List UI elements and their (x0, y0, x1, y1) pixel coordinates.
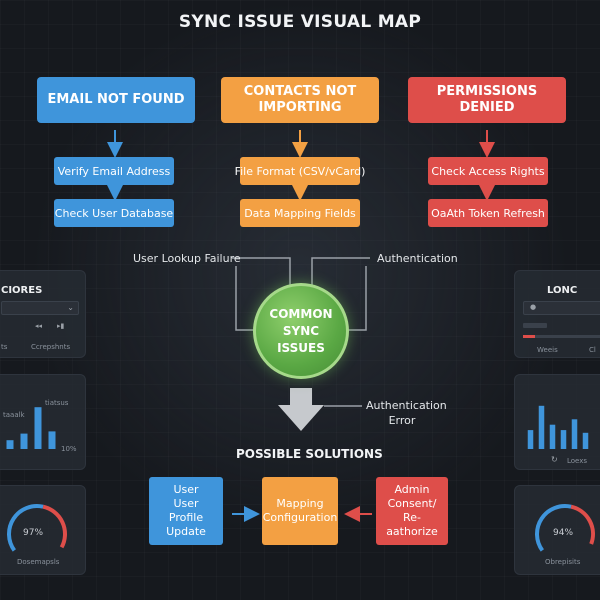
bar-0 (6, 440, 14, 449)
refresh-icon[interactable]: ↻ (551, 455, 558, 464)
category-permissions-denied[interactable]: PERMISSIONS DENIED (408, 77, 566, 123)
bar-0 (527, 430, 534, 449)
label-authentication-error: Authentication Error (366, 399, 447, 427)
label-authentication: Authentication (377, 252, 458, 265)
left-bar-caption-2: tiatsus (45, 399, 69, 407)
line-user-lookup-side (235, 266, 255, 331)
solution-user-profile-update[interactable]: User User Profile Update (149, 477, 223, 545)
left-gauge-value: 97% (23, 528, 44, 538)
right-gauge-value: 94% (553, 528, 574, 538)
right-panel-progress (523, 335, 600, 338)
down-arrow-icon (278, 388, 324, 431)
gauge-arc-blue (535, 504, 572, 552)
bar-3 (48, 431, 56, 449)
bar-2 (34, 407, 42, 449)
left-panel-gauge: 97% Dosemapsls (0, 485, 86, 575)
left-bar-caption-1: taaalk (3, 411, 25, 419)
left-gauge-chart (7, 504, 67, 552)
line-authentication-side (347, 266, 367, 331)
left-panel-dropdown[interactable]: ⌄ (1, 301, 79, 315)
left-gauge-caption: Dosemapsls (17, 558, 60, 566)
right-panel-header: LONC (547, 285, 578, 296)
page-title: SYNC ISSUE VISUAL MAP (178, 12, 422, 32)
category-email-not-found[interactable]: EMAIL NOT FOUND (37, 77, 195, 123)
right-gauge-caption: Obrepisits (545, 558, 581, 566)
right-gauge-chart (535, 504, 595, 552)
step-data-mapping-fields[interactable]: Data Mapping Fields (240, 199, 360, 227)
left-panel-caption-1: ts (1, 343, 8, 351)
step-check-access-rights[interactable]: Check Access Rights (428, 157, 548, 185)
right-panel-progress-fill (523, 335, 535, 338)
left-panel-cores: CIORES ⌄ ◂◂ ▸▮ ts Ccrepshnts (0, 270, 86, 358)
right-bar-chart (527, 405, 589, 449)
step-check-user-database[interactable]: Check User Database (54, 199, 174, 227)
bar-1 (20, 433, 28, 449)
step-file-format[interactable]: File Format (CSV/vCard) (235, 157, 365, 185)
bar-5 (582, 432, 589, 449)
right-panel-long: LONC ● Weeis Cl (514, 270, 600, 358)
step-verify-email-address[interactable]: Verify Email Address (54, 157, 174, 185)
rewind-icon[interactable]: ◂◂ (35, 322, 43, 330)
solution-admin-consent[interactable]: Admin Consent/ Re-aathorize (376, 477, 448, 545)
gauge-arc-red (570, 504, 595, 545)
right-panel-caption-2: Cl (589, 346, 596, 354)
solution-mapping-configuration[interactable]: Mapping Configuration (262, 477, 338, 545)
left-bar-caption-3: 10% (61, 445, 77, 453)
bar-1 (538, 405, 545, 449)
right-panel-slider-track[interactable] (523, 323, 547, 328)
record-icon: ● (530, 303, 537, 311)
left-panel-header: CIORES (1, 285, 43, 296)
step-oauth-token-refresh[interactable]: OaAth Token Refresh (428, 199, 548, 227)
line-user-lookup (232, 257, 291, 285)
solutions-heading: POSSIBLE SOLUTIONS (236, 447, 383, 461)
line-authentication (311, 257, 370, 285)
label-user-lookup-failure: User Lookup Failure (133, 252, 241, 265)
right-panel-bars: ↻ Loexs (514, 374, 600, 470)
right-panel-dropdown[interactable]: ● (523, 301, 600, 315)
gauge-arc-blue (7, 504, 44, 552)
category-contacts-not-importing[interactable]: CONTACTS NOT IMPORTING (221, 77, 379, 123)
left-panel-bars: taaalk tiatsus 10% (0, 374, 86, 470)
right-panel-caption-1: Weeis (537, 346, 558, 354)
left-panel-caption-2: Ccrepshnts (31, 343, 71, 351)
right-panel-gauge: 94% Obrepisits (514, 485, 600, 575)
bar-2 (549, 424, 556, 449)
chevron-down-icon: ⌄ (67, 303, 74, 312)
left-bar-chart (6, 407, 56, 449)
right-bar-caption: Loexs (567, 457, 588, 465)
common-sync-issues-node[interactable]: COMMON SYNC ISSUES (253, 283, 349, 379)
bar-4 (571, 419, 578, 449)
bar-3 (560, 430, 567, 449)
skip-icon[interactable]: ▸▮ (57, 322, 65, 330)
gauge-arc-red (42, 504, 67, 549)
